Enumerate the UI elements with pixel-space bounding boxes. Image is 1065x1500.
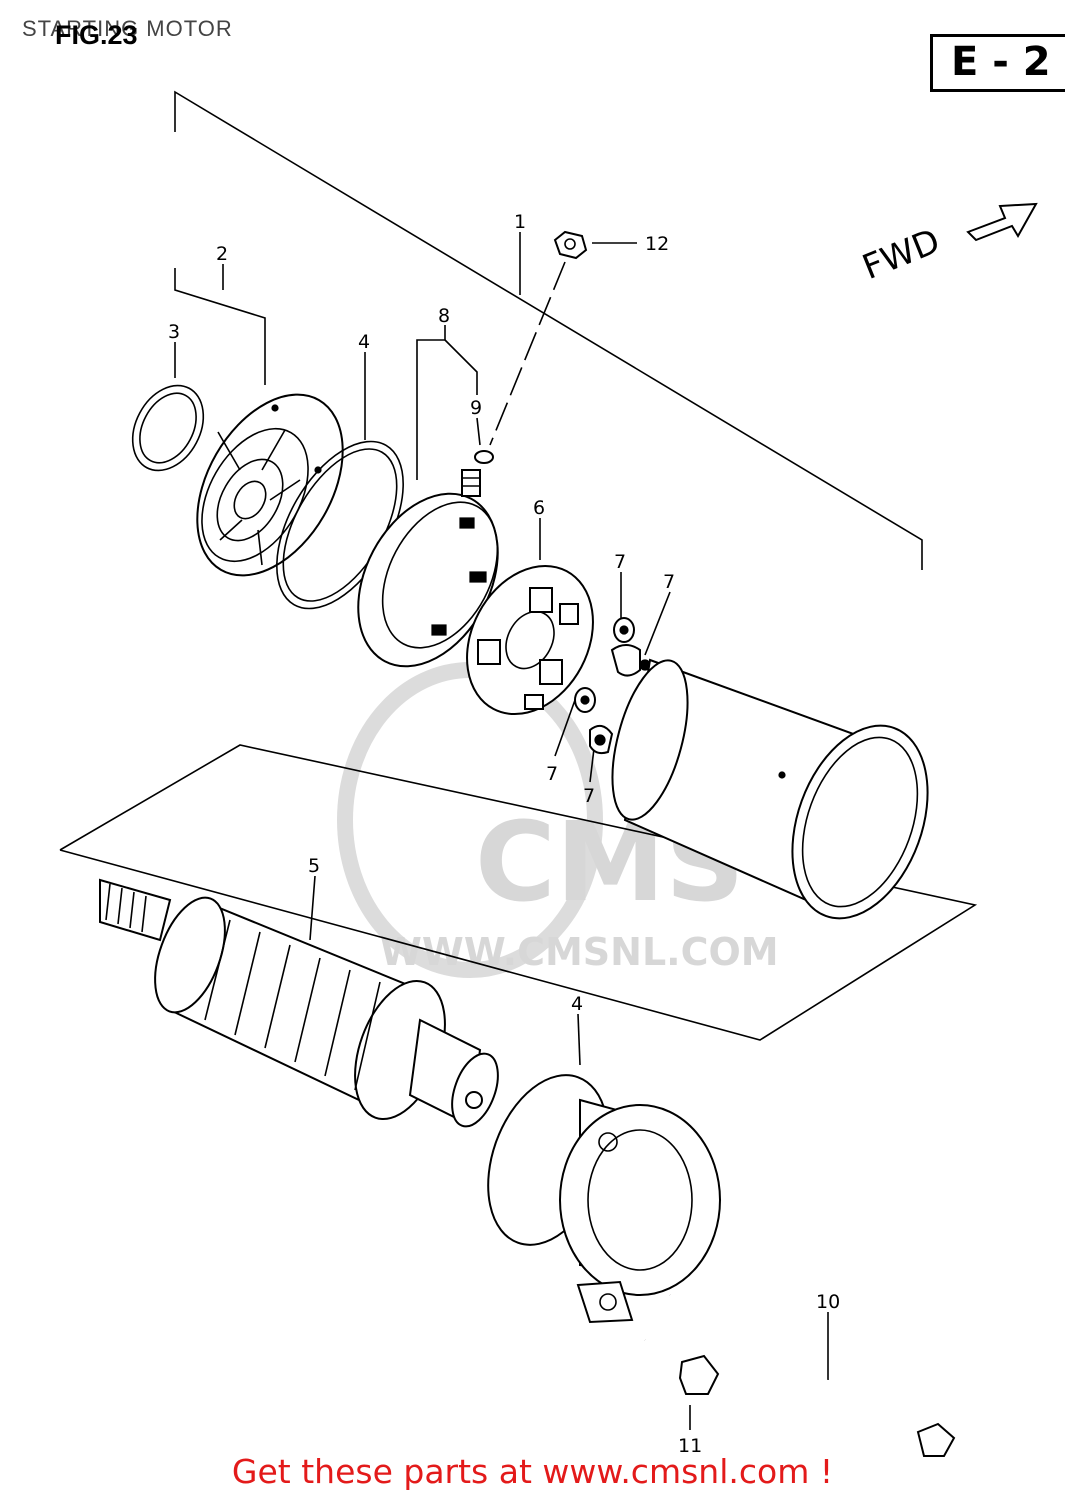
- motor-yoke: [611, 658, 929, 920]
- figure-label: FIG.23: [55, 20, 138, 50]
- section-code-box: E - 2: [930, 34, 1065, 92]
- callout-5: 5: [308, 855, 320, 877]
- callout-7-b: 7: [663, 571, 675, 593]
- callout-8: 8: [438, 305, 450, 327]
- part-2-front-housing: [196, 393, 344, 577]
- callout-9: 9: [470, 397, 482, 419]
- part-9-washer: [474, 450, 494, 464]
- part-10-through-bolt: [669, 1293, 956, 1457]
- callout-10: 10: [816, 1291, 840, 1313]
- callout-11: 11: [678, 1435, 702, 1457]
- part-7-brush-a: [613, 617, 635, 643]
- section-code: E - 2: [951, 39, 1051, 85]
- part-5-armature: [99, 878, 499, 1128]
- callout-3: 3: [168, 321, 180, 343]
- callout-7-c: 7: [546, 763, 558, 785]
- watermark-url: WWW.CMSNL.COM: [380, 930, 779, 974]
- part-6-brush-plate: [466, 564, 594, 716]
- part-4-rear-cover: [487, 1074, 722, 1324]
- callout-4-lower: 4: [571, 993, 583, 1015]
- footer-link[interactable]: Get these parts at www.cmsnl.com !: [231, 1452, 834, 1491]
- callout-7-d: 7: [583, 785, 595, 807]
- callout-1: 1: [514, 211, 526, 233]
- part-11-bolt: [643, 1337, 720, 1395]
- callout-4-upper: 4: [358, 331, 370, 353]
- callout-2: 2: [216, 243, 228, 265]
- callout-12: 12: [645, 233, 669, 255]
- assembly-bracket-lower: [59, 744, 978, 1041]
- leader-lines: [174, 232, 829, 1430]
- part-7-brush-c: [574, 687, 596, 713]
- fwd-arrow-icon: [966, 202, 1038, 242]
- callout-7-a: 7: [614, 551, 626, 573]
- callout-labels: 1 2 3 4 8 9 6 7 7 7 7 5 4 10 11 12: [168, 211, 840, 1457]
- part-7-brush-b: [610, 644, 651, 677]
- page-title: STARTING MOTOR: [22, 16, 233, 41]
- part-7-brush-d: [589, 724, 614, 755]
- part-3-o-ring: [131, 384, 205, 472]
- callout-6: 6: [533, 497, 545, 519]
- part-12-nut: [553, 230, 588, 260]
- assembly-bracket-upper: [174, 90, 923, 570]
